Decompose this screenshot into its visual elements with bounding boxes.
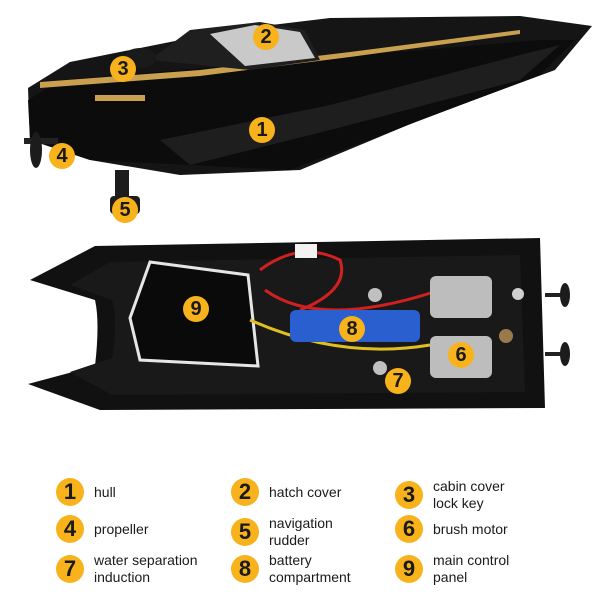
legend-label: main control panel bbox=[433, 552, 510, 585]
legend-badge: 7 bbox=[56, 555, 84, 583]
legend-badge: 2 bbox=[231, 478, 259, 506]
boat-side-view bbox=[24, 16, 592, 214]
legend-badge: 5 bbox=[231, 518, 259, 546]
callout-badge-5: 5 bbox=[112, 197, 138, 223]
legend-item-navigation-rudder: 5 navigation rudder bbox=[231, 515, 349, 549]
callout-badge-4: 4 bbox=[49, 143, 75, 169]
legend-label: propeller bbox=[94, 520, 149, 537]
callout-badge-3: 3 bbox=[110, 56, 136, 82]
legend-item-cabin-cover-lock-key: 3 cabin cover lock key bbox=[395, 478, 513, 512]
callout-badge-8: 8 bbox=[339, 316, 365, 342]
legend-badge: 8 bbox=[231, 555, 259, 583]
legend-label: navigation rudder bbox=[269, 515, 333, 548]
legend-label: cabin cover lock key bbox=[433, 478, 505, 511]
legend-label: water separation induction bbox=[94, 552, 198, 585]
legend-badge: 4 bbox=[56, 515, 84, 543]
legend-label: battery compartment bbox=[269, 552, 351, 585]
legend-badge: 9 bbox=[395, 555, 423, 583]
legend-label: hull bbox=[94, 483, 116, 500]
legend-badge: 6 bbox=[395, 515, 423, 543]
legend-badge: 3 bbox=[395, 481, 423, 509]
callout-badge-1: 1 bbox=[249, 117, 275, 143]
legend-label: brush motor bbox=[433, 520, 508, 537]
legend-item-water-separation-induction: 7 water separation induction bbox=[56, 552, 214, 586]
callout-badge-7: 7 bbox=[385, 368, 411, 394]
legend-label: hatch cover bbox=[269, 483, 342, 500]
boat-top-view bbox=[28, 238, 570, 410]
boat-illustration bbox=[24, 16, 592, 410]
legend-item-hatch-cover: 2 hatch cover bbox=[231, 478, 379, 506]
legend-badge: 1 bbox=[56, 478, 84, 506]
parts-legend: 1 hull 2 hatch cover 3 cabin cover lock … bbox=[0, 470, 600, 600]
legend-item-main-control-panel: 9 main control panel bbox=[395, 552, 523, 586]
legend-item-hull: 1 hull bbox=[56, 478, 204, 506]
callout-badge-9: 9 bbox=[183, 296, 209, 322]
legend-item-brush-motor: 6 brush motor bbox=[395, 515, 543, 543]
legend-item-battery-compartment: 8 battery compartment bbox=[231, 552, 369, 586]
callout-badge-2: 2 bbox=[253, 24, 279, 50]
legend-item-propeller: 4 propeller bbox=[56, 515, 204, 543]
callout-badge-6: 6 bbox=[448, 342, 474, 368]
